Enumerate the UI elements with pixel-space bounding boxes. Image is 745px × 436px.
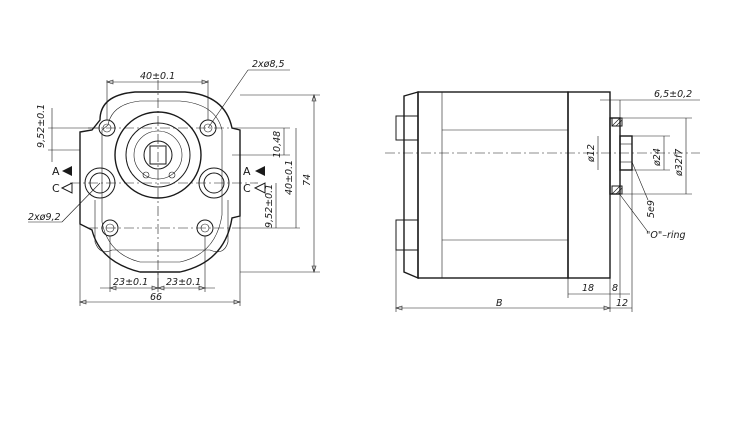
dim-right-upper: 10,48 xyxy=(272,131,283,158)
front-flange-inner xyxy=(101,100,223,263)
section-c-left-arrow xyxy=(60,182,73,194)
side-view: 6,5±0,2 ø12 ø24 ø32f7 5e9 "O"–ring 18 8 … xyxy=(385,89,700,312)
pilot-ring xyxy=(133,130,183,180)
dim-hole-top: 2xø8,5 xyxy=(252,59,285,70)
section-a-right-label: A xyxy=(243,165,251,178)
front-lower-boss xyxy=(94,200,229,253)
dim-overall-width: 66 xyxy=(150,292,162,303)
dim-overall-height: 74 xyxy=(302,174,313,186)
shaft-circle xyxy=(143,140,173,170)
shaft-key xyxy=(149,145,167,165)
dim-oring: "O"–ring xyxy=(646,230,686,241)
port-right-inner xyxy=(203,172,225,194)
port-right-outer xyxy=(198,167,230,199)
port-left-inner xyxy=(89,172,111,194)
pilot-mid xyxy=(125,122,191,188)
section-a-right-arrow xyxy=(255,166,265,176)
mount-hole-bottom-right-inner xyxy=(200,223,210,233)
dim-bottom-right: 23±0.1 xyxy=(166,277,201,288)
side-body xyxy=(417,91,569,279)
dim-left-height: 9,52±0.1 xyxy=(36,104,47,148)
dim-flange-len: 18 xyxy=(582,283,594,294)
section-c-left-label: C xyxy=(52,182,60,195)
side-rear-port-bottom xyxy=(395,219,419,251)
mount-hole-top-right-inner xyxy=(203,123,213,133)
dim-right-lower: 9,52±0.1 xyxy=(264,184,275,228)
section-a-left-label: A xyxy=(52,165,60,178)
port-left-outer xyxy=(84,167,116,199)
pilot-outer xyxy=(114,111,202,199)
mount-hole-bottom-left-inner xyxy=(105,223,115,233)
dim-spigot-dia: ø24 xyxy=(652,148,663,167)
small-screw-left xyxy=(142,171,150,179)
oring-hatch-bottom xyxy=(611,185,623,195)
dim-spigot-len: 8 xyxy=(612,283,618,294)
dim-holes-spacing: 40±0.1 xyxy=(140,71,175,82)
section-c-right-arrow xyxy=(253,182,266,194)
side-spigot xyxy=(609,117,621,195)
dim-pilot-dia: ø32f7 xyxy=(674,149,685,177)
section-c-right-label: C xyxy=(243,182,251,195)
small-screw-right xyxy=(168,171,176,179)
mount-hole-top-left-inner xyxy=(102,123,112,133)
front-housing-outline xyxy=(79,91,241,273)
dim-key: 5e9 xyxy=(646,200,657,218)
dim-hole-ports: 2xø9,2 xyxy=(28,212,61,223)
dim-right-mid: 40±0.1 xyxy=(284,160,295,195)
section-a-left-arrow xyxy=(62,166,72,176)
dim-bottom-left: 23±0.1 xyxy=(113,277,148,288)
side-rear-port-top xyxy=(395,115,419,141)
dim-flange-top: 6,5±0,2 xyxy=(654,89,692,100)
dim-overall-len: B xyxy=(496,298,503,309)
dim-shaft-dia: ø12 xyxy=(586,144,597,163)
side-front-flange xyxy=(567,91,611,279)
dim-shaft-len: 12 xyxy=(616,298,628,309)
front-view: 40±0.1 2xø8,5 9,52±0.1 A C A C 10,48 40±… xyxy=(28,59,320,306)
oring-hatch-top xyxy=(611,117,623,127)
